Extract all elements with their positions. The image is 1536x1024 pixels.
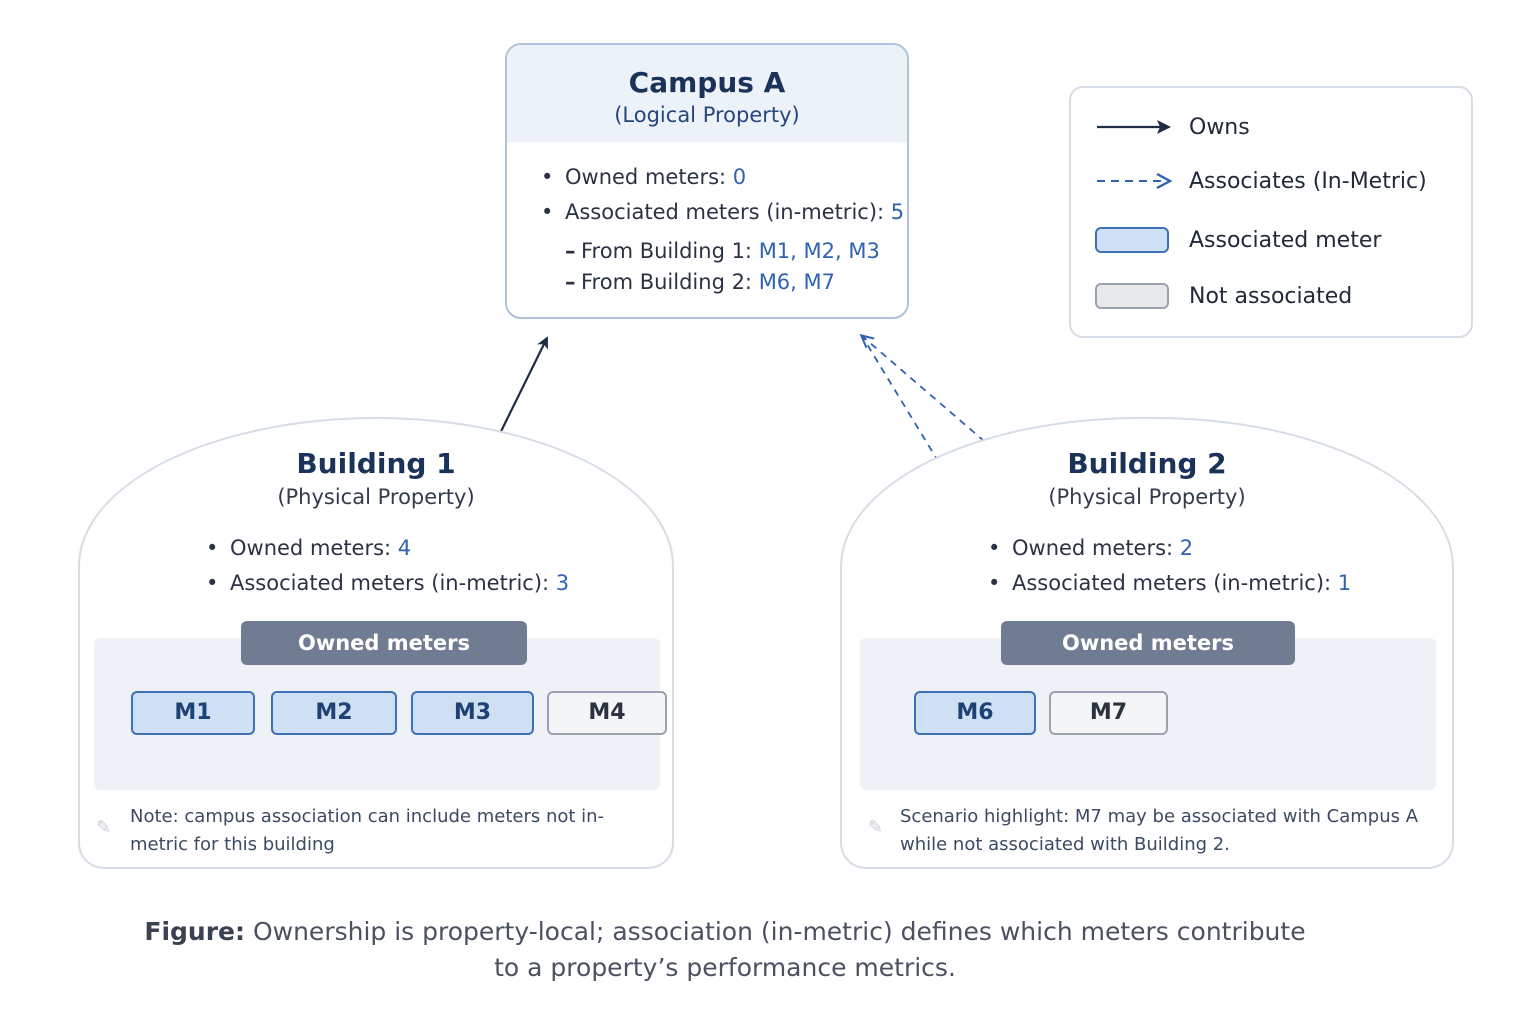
campus-owned-meters: Owned meters: 0 — [541, 160, 907, 195]
campus-owned-value: 0 — [732, 165, 747, 189]
campus-source-building2: From Building 2: M6, M7 — [565, 267, 907, 298]
campus-sources-list: From Building 1: M1, M2, M3 From Buildin… — [541, 236, 907, 298]
campus-associated-meters: Associated meters (in-metric): 5 — [541, 195, 907, 230]
campus-assoc-value: 5 — [890, 200, 905, 224]
legend-not-associated: Not associated — [1095, 278, 1352, 314]
solid-arrow-icon — [1095, 113, 1173, 141]
building1-title: Building 1 — [296, 447, 456, 480]
campus-subtitle: (Logical Property) — [614, 103, 800, 127]
campus-title: Campus A — [628, 66, 786, 99]
legend: Owns Associates (In-Metric) Associated m… — [1069, 86, 1473, 338]
assoc-value: 3 — [555, 571, 570, 595]
campus-owned-label: Owned meters: — [565, 165, 733, 189]
building2-owned-meters-header: Owned meters — [1001, 621, 1295, 665]
meter-m3[interactable]: M3 — [411, 691, 534, 735]
owned-value: 4 — [397, 536, 412, 560]
owned-label: Owned meters: — [230, 536, 398, 560]
campus-source-building1: From Building 1: M1, M2, M3 — [565, 236, 907, 267]
owned-value: 2 — [1179, 536, 1194, 560]
source-label: From Building 1: — [581, 239, 759, 263]
building2-note: Scenario highlight: M7 may be associated… — [900, 806, 1419, 855]
pencil-icon: ✎ — [868, 817, 884, 838]
legend-associated-meter: Associated meter — [1095, 222, 1381, 258]
meter-m1[interactable]: M1 — [131, 691, 255, 735]
meter-m6[interactable]: M6 — [914, 691, 1036, 735]
owned-label: Owned meters: — [1012, 536, 1180, 560]
building1-note: Note: campus association can include met… — [130, 806, 605, 855]
building2-card: Building 2 (Physical Property) Owned met… — [840, 417, 1454, 869]
building1-subtitle: (Physical Property) — [277, 485, 475, 509]
caption-text: Ownership is property-local; association… — [245, 917, 1306, 982]
campus-a-card: Campus A (Logical Property) Owned meters… — [505, 43, 909, 319]
building1-associated-meters: Associated meters (in-metric): 3 — [206, 566, 569, 601]
building2-subtitle: (Physical Property) — [1048, 485, 1246, 509]
campus-body: Owned meters: 0 Associated meters (in-me… — [507, 142, 907, 298]
building2-associated-meters: Associated meters (in-metric): 1 — [988, 566, 1351, 601]
legend-not-associated-label: Not associated — [1189, 283, 1353, 309]
campus-assoc-label: Associated meters (in-metric): — [565, 200, 891, 224]
assoc-label: Associated meters (in-metric): — [1012, 571, 1338, 595]
pencil-icon: ✎ — [96, 817, 112, 838]
legend-associated-meter-label: Associated meter — [1189, 227, 1382, 253]
building1-stats: Owned meters: 4 Associated meters (in-me… — [206, 531, 569, 601]
meter-m2[interactable]: M2 — [271, 691, 397, 735]
building1-owned-meters: Owned meters: 4 — [206, 531, 569, 566]
building2-owned-meters: Owned meters: 2 — [988, 531, 1351, 566]
assoc-label: Associated meters (in-metric): — [230, 571, 556, 595]
figure-caption: Figure: Ownership is property-local; ass… — [140, 914, 1310, 986]
not-associated-swatch — [1095, 283, 1169, 309]
legend-associates-label: Associates (In-Metric) — [1189, 168, 1427, 194]
caption-lead: Figure: — [144, 917, 246, 946]
source-meters: M6, M7 — [758, 270, 835, 294]
associated-swatch-wrap — [1095, 226, 1173, 254]
legend-associates: Associates (In-Metric) — [1095, 163, 1427, 199]
not-associated-swatch-wrap — [1095, 282, 1173, 310]
meter-m7[interactable]: M7 — [1049, 691, 1168, 735]
associated-meter-swatch — [1095, 227, 1169, 253]
campus-header: Campus A (Logical Property) — [507, 45, 907, 142]
dashed-arrow-icon — [1095, 167, 1173, 195]
assoc-value: 1 — [1337, 571, 1352, 595]
building1-owned-meters-header: Owned meters — [241, 621, 527, 665]
source-meters: M1, M2, M3 — [758, 239, 880, 263]
legend-owns-label: Owns — [1189, 114, 1250, 140]
building2-stats: Owned meters: 2 Associated meters (in-me… — [988, 531, 1351, 601]
source-label: From Building 2: — [581, 270, 759, 294]
meter-m4[interactable]: M4 — [547, 691, 667, 735]
building2-title: Building 2 — [1067, 447, 1227, 480]
building1-card: Building 1 (Physical Property) Owned met… — [78, 417, 674, 869]
legend-owns: Owns — [1095, 109, 1250, 145]
